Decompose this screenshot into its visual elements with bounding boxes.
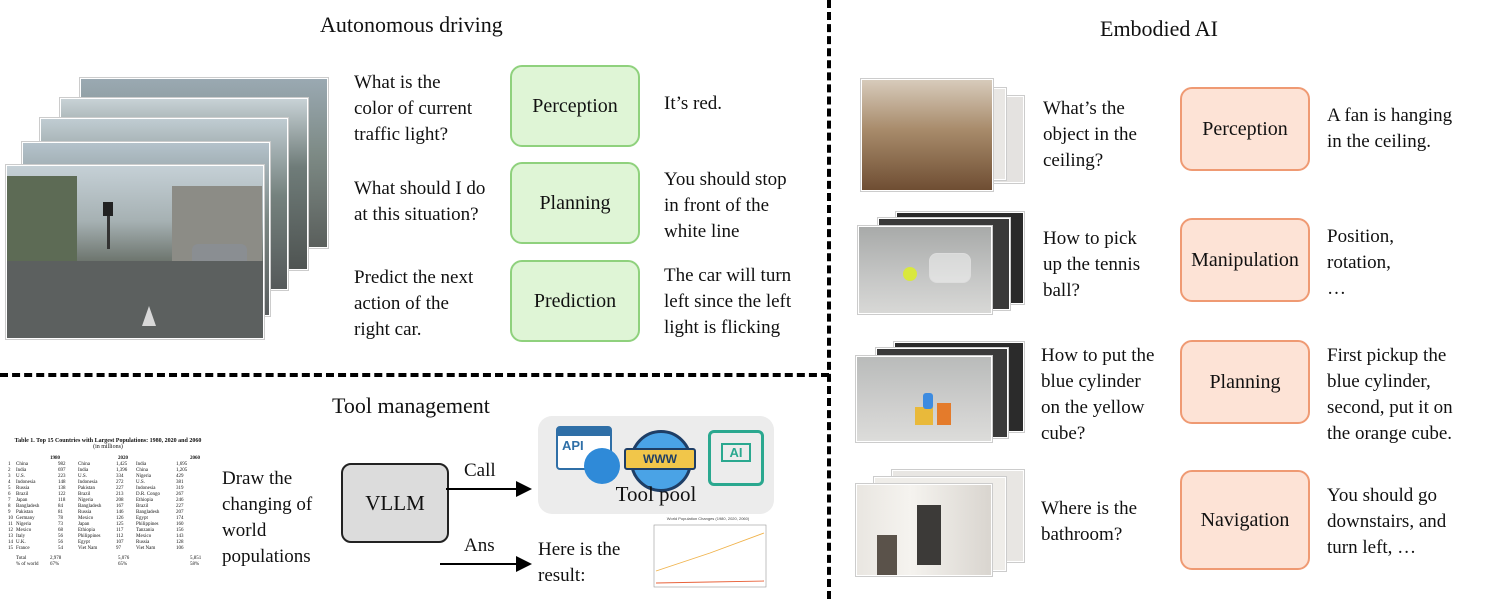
manipulation-box: Manipulation bbox=[1180, 218, 1310, 302]
tool-title: Tool management bbox=[332, 393, 490, 418]
ea-answer-2: Position,rotation,… bbox=[1327, 226, 1395, 299]
embodied-title: Embodied AI bbox=[1100, 16, 1218, 41]
vertical-divider bbox=[827, 0, 831, 599]
ea-perception-box: Perception bbox=[1180, 87, 1310, 171]
population-table: Table 1. Top 15 Countries with Largest P… bbox=[8, 438, 208, 596]
autonomous-title: Autonomous driving bbox=[320, 12, 503, 37]
vllm-box: VLLM bbox=[341, 463, 449, 543]
gear-icon bbox=[584, 448, 620, 484]
perception-box: Perception bbox=[510, 65, 640, 147]
ai-chip-icon: AI bbox=[708, 430, 764, 486]
planning-box: Planning bbox=[510, 162, 640, 244]
tool-pool: API WWW AI Tool pool bbox=[538, 416, 774, 514]
tool-pool-label: Tool pool bbox=[615, 482, 697, 506]
ea-planning-box: Planning bbox=[1180, 340, 1310, 424]
ans-label: Ans bbox=[464, 535, 495, 556]
tool-arrows bbox=[440, 481, 532, 572]
prediction-box: Prediction bbox=[510, 260, 640, 342]
horizontal-divider bbox=[0, 373, 829, 377]
navigation-box: Navigation bbox=[1180, 470, 1310, 570]
ad-answer-1: It’s red. bbox=[664, 93, 723, 114]
mini-result-chart: World Population Changes (1980, 2020, 20… bbox=[646, 516, 770, 596]
call-label: Call bbox=[464, 460, 496, 481]
